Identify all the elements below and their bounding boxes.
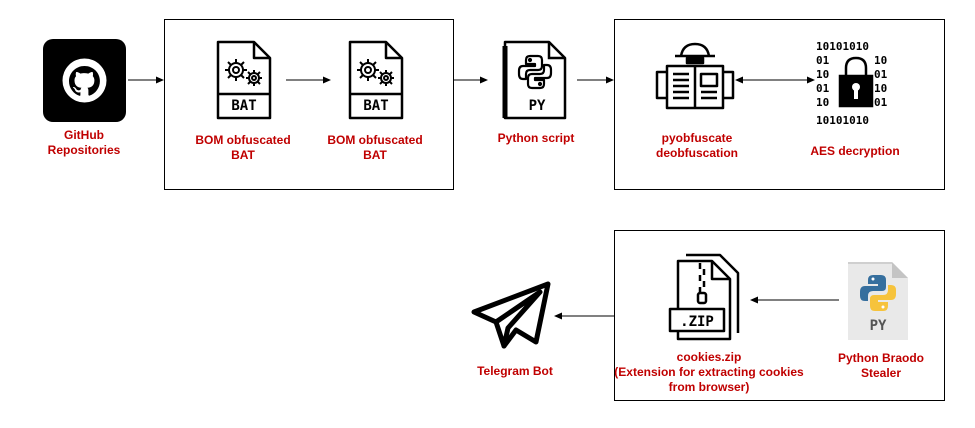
bat-file-icon: [348, 40, 404, 120]
github-node: [43, 39, 126, 122]
svg-text:10: 10: [816, 68, 829, 81]
svg-text:10101010: 10101010: [816, 40, 869, 53]
telegram-icon: [471, 281, 551, 349]
cookies-zip-node: .ZIP: [668, 253, 744, 343]
svg-text:10: 10: [816, 96, 829, 109]
svg-text:01: 01: [874, 68, 888, 81]
bat-stage-box: [164, 19, 454, 190]
deobfuscation-stage-box: [614, 19, 945, 190]
stealer-label: Python Braodo Stealer: [838, 351, 924, 380]
hacker-newspaper-icon: [655, 42, 735, 110]
python-script-node: PY: [501, 40, 569, 120]
bat-badge: BAT: [363, 98, 389, 114]
bat-file-1-node: BAT: [214, 40, 272, 120]
bat-file-icon: [216, 40, 272, 120]
github-label: GitHub Repositories: [47, 128, 121, 157]
svg-text:10101010: 10101010: [816, 114, 869, 126]
svg-text:01: 01: [874, 96, 888, 109]
bat-2-label: BOM obfuscated BAT: [327, 133, 423, 162]
telegram-node: [470, 280, 552, 352]
pyobfuscate-node: [653, 38, 737, 116]
telegram-label: Telegram Bot: [477, 364, 553, 378]
pyobfuscate-label: pyobfuscate deobfuscation: [655, 131, 738, 160]
py-badge: PY: [869, 318, 887, 334]
svg-text:01: 01: [816, 54, 830, 67]
bat-file-2-node: BAT: [346, 40, 404, 120]
zip-badge: .ZIP: [680, 314, 714, 330]
python-file-color-icon: [848, 262, 908, 340]
bat-badge: BAT: [231, 98, 257, 114]
py-badge: PY: [528, 98, 546, 114]
svg-text:10: 10: [874, 54, 887, 67]
stealer-node: PY: [846, 260, 910, 342]
aes-label: AES decryption: [810, 144, 900, 158]
svg-text:10: 10: [874, 82, 887, 95]
cookies-zip-label: cookies.zip (Extension for extracting co…: [614, 350, 804, 394]
zip-file-icon: [668, 253, 740, 341]
python-file-icon: [502, 40, 567, 120]
github-icon: [43, 39, 126, 122]
bat-1-label: BOM obfuscated BAT: [195, 133, 291, 162]
python-script-label: Python script: [497, 131, 575, 145]
svg-text:01: 01: [816, 82, 830, 95]
